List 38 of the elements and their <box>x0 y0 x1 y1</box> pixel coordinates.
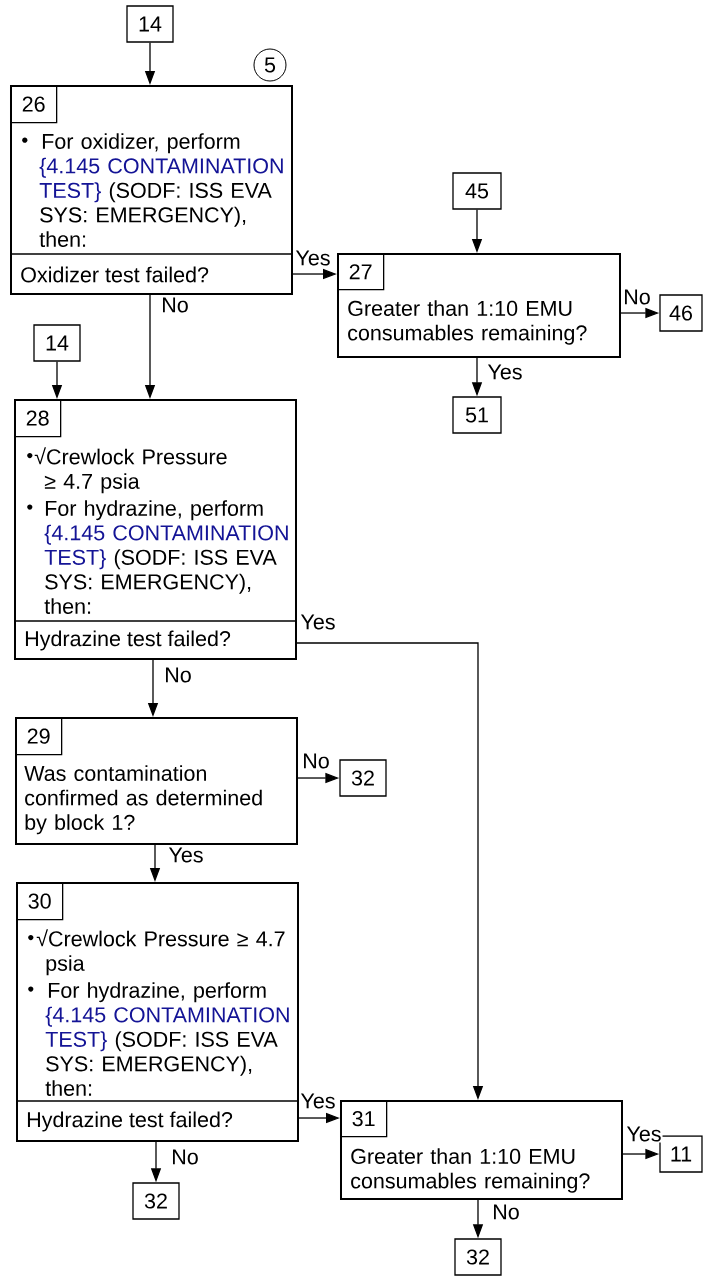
step-number: 26 <box>10 85 58 124</box>
bullet-item: For hydrazine, perform {4.145 CONTAMINATION TEST} (SODF: ISS EVA SYS: EMERGENCY), then: <box>28 982 289 1096</box>
question-text: Hydrazine test failed? <box>25 630 231 651</box>
edge-label: Yes <box>486 363 524 381</box>
reference-box: 32 <box>454 1238 502 1276</box>
bullet-item: For hydrazine, perform {4.145 CONTAMINATION TEST} (SODF: ISS EVA SYS: EMERGENCY), then: <box>27 500 288 614</box>
reference-box: 46 <box>659 294 703 332</box>
edge-label: No <box>622 288 652 306</box>
reference-box: 32 <box>339 759 387 797</box>
question-text: Greater than 1:10 EMU consumables remaining? <box>348 300 587 345</box>
edge-label: Yes <box>299 613 337 631</box>
step-number: 31 <box>340 1100 388 1138</box>
edge-label: Yes <box>299 1092 337 1110</box>
bullet-item: For oxidizer, perform {4.145 CONTAMINATION TEST} (SODF: ISS EVA SYS: EMERGENCY), then: <box>22 133 283 247</box>
question-text: Oxidizer test failed? <box>21 266 209 283</box>
edge-label: Yes <box>167 846 205 864</box>
question-text: Hydrazine test failed? <box>27 1111 233 1132</box>
reference-box: 45 <box>452 172 502 210</box>
reference-box: 14 <box>33 324 81 362</box>
step-number: 29 <box>15 717 63 756</box>
question-text: Greater than 1:10 EMU consumables remaining? <box>351 1148 590 1193</box>
reference-box: 14 <box>126 5 174 43</box>
question-text: Was contamination confirmed as determined by block 1? <box>24 765 262 835</box>
edge-label: No <box>160 296 190 314</box>
edge-label: No <box>491 1203 521 1221</box>
edge-label: No <box>301 752 331 770</box>
bullet-item: √Crewlock Pressure ≥ 4.7 psia <box>27 447 227 494</box>
step-number: 28 <box>14 399 62 438</box>
reference-box: 51 <box>452 396 502 434</box>
reference-box: 32 <box>132 1182 180 1220</box>
edge-label: No <box>163 666 193 684</box>
callout-number: 5 <box>253 48 287 82</box>
edge-label: Yes <box>625 1125 663 1143</box>
step-number: 27 <box>337 253 385 291</box>
edge-label: No <box>170 1148 200 1166</box>
step-number: 30 <box>16 882 64 921</box>
bullet-item: √Crewlock Pressure ≥ 4.7 psia <box>28 929 285 976</box>
edge-label: Yes <box>294 249 332 267</box>
